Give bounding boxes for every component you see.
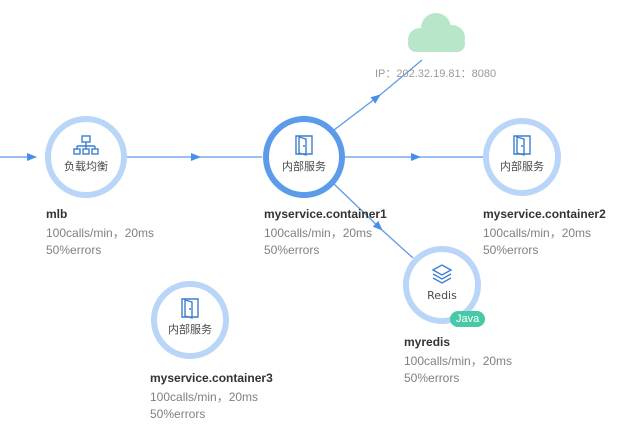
edge-container1-to-external: [333, 94, 381, 131]
node-myredis[interactable]: Redis: [403, 246, 481, 324]
node-label: 内部服务: [168, 322, 212, 336]
cloud-icon: [408, 13, 465, 52]
door-icon: [513, 135, 531, 156]
layers-icon: [431, 264, 453, 284]
edge-myredis-tail: [381, 229, 414, 259]
node-info-container2: myservice.container2 100calls/min，20ms 5…: [483, 206, 606, 259]
node-error-rate: 50%errors: [483, 243, 539, 257]
node-label: Redis: [427, 289, 457, 302]
node-error-rate: 50%errors: [404, 371, 460, 385]
node-container2[interactable]: 内部服务: [483, 118, 561, 196]
node-info-myredis: myredis 100calls/min，20ms 50%errors: [404, 334, 512, 387]
node-error-rate: 50%errors: [264, 243, 320, 257]
external-endpoint[interactable]: IP：202.32.19.81：8080: [375, 13, 496, 80]
node-name: myredis: [404, 335, 451, 349]
door-icon: [295, 135, 313, 156]
node-ring: [45, 116, 127, 198]
node-ring: [151, 281, 229, 359]
node-label: 负载均衡: [64, 159, 108, 173]
node-info-container1: myservice.container1 100calls/min，20ms 5…: [264, 206, 387, 259]
node-ring: [403, 246, 481, 324]
node-info-container3: myservice.container3 100calls/min，20ms 5…: [150, 370, 273, 423]
node-mlb[interactable]: 负载均衡: [45, 116, 127, 198]
node-name: myservice.container1: [264, 207, 387, 221]
java-badge: Java: [450, 311, 486, 327]
node-container1[interactable]: 内部服务: [263, 116, 345, 198]
node-name: myservice.container2: [483, 207, 606, 221]
edge-external-tail: [379, 59, 423, 96]
node-label: 内部服务: [500, 159, 544, 173]
node-name: mlb: [46, 207, 68, 221]
node-info-mlb: mlb 100calls/min，20ms 50%errors: [46, 206, 154, 259]
node-calls-latency: 100calls/min，20ms: [404, 354, 513, 368]
node-ring: [483, 118, 561, 196]
node-label: 内部服务: [282, 159, 326, 173]
edges: [0, 59, 484, 259]
external-ip-label: IP：202.32.19.81：8080: [375, 68, 496, 80]
node-error-rate: 50%errors: [150, 407, 206, 421]
node-calls-latency: 100calls/min，20ms: [46, 226, 155, 240]
node-ring: [263, 116, 345, 198]
door-icon: [181, 298, 199, 319]
node-container3[interactable]: 内部服务: [151, 281, 229, 359]
edge-container1-to-myredis: [333, 183, 383, 231]
network-hierarchy-icon: [73, 135, 99, 155]
node-error-rate: 50%errors: [46, 243, 102, 257]
node-name: myservice.container3: [150, 371, 273, 385]
node-calls-latency: 100calls/min，20ms: [264, 226, 373, 240]
node-calls-latency: 100calls/min，20ms: [483, 226, 592, 240]
node-calls-latency: 100calls/min，20ms: [150, 390, 259, 404]
